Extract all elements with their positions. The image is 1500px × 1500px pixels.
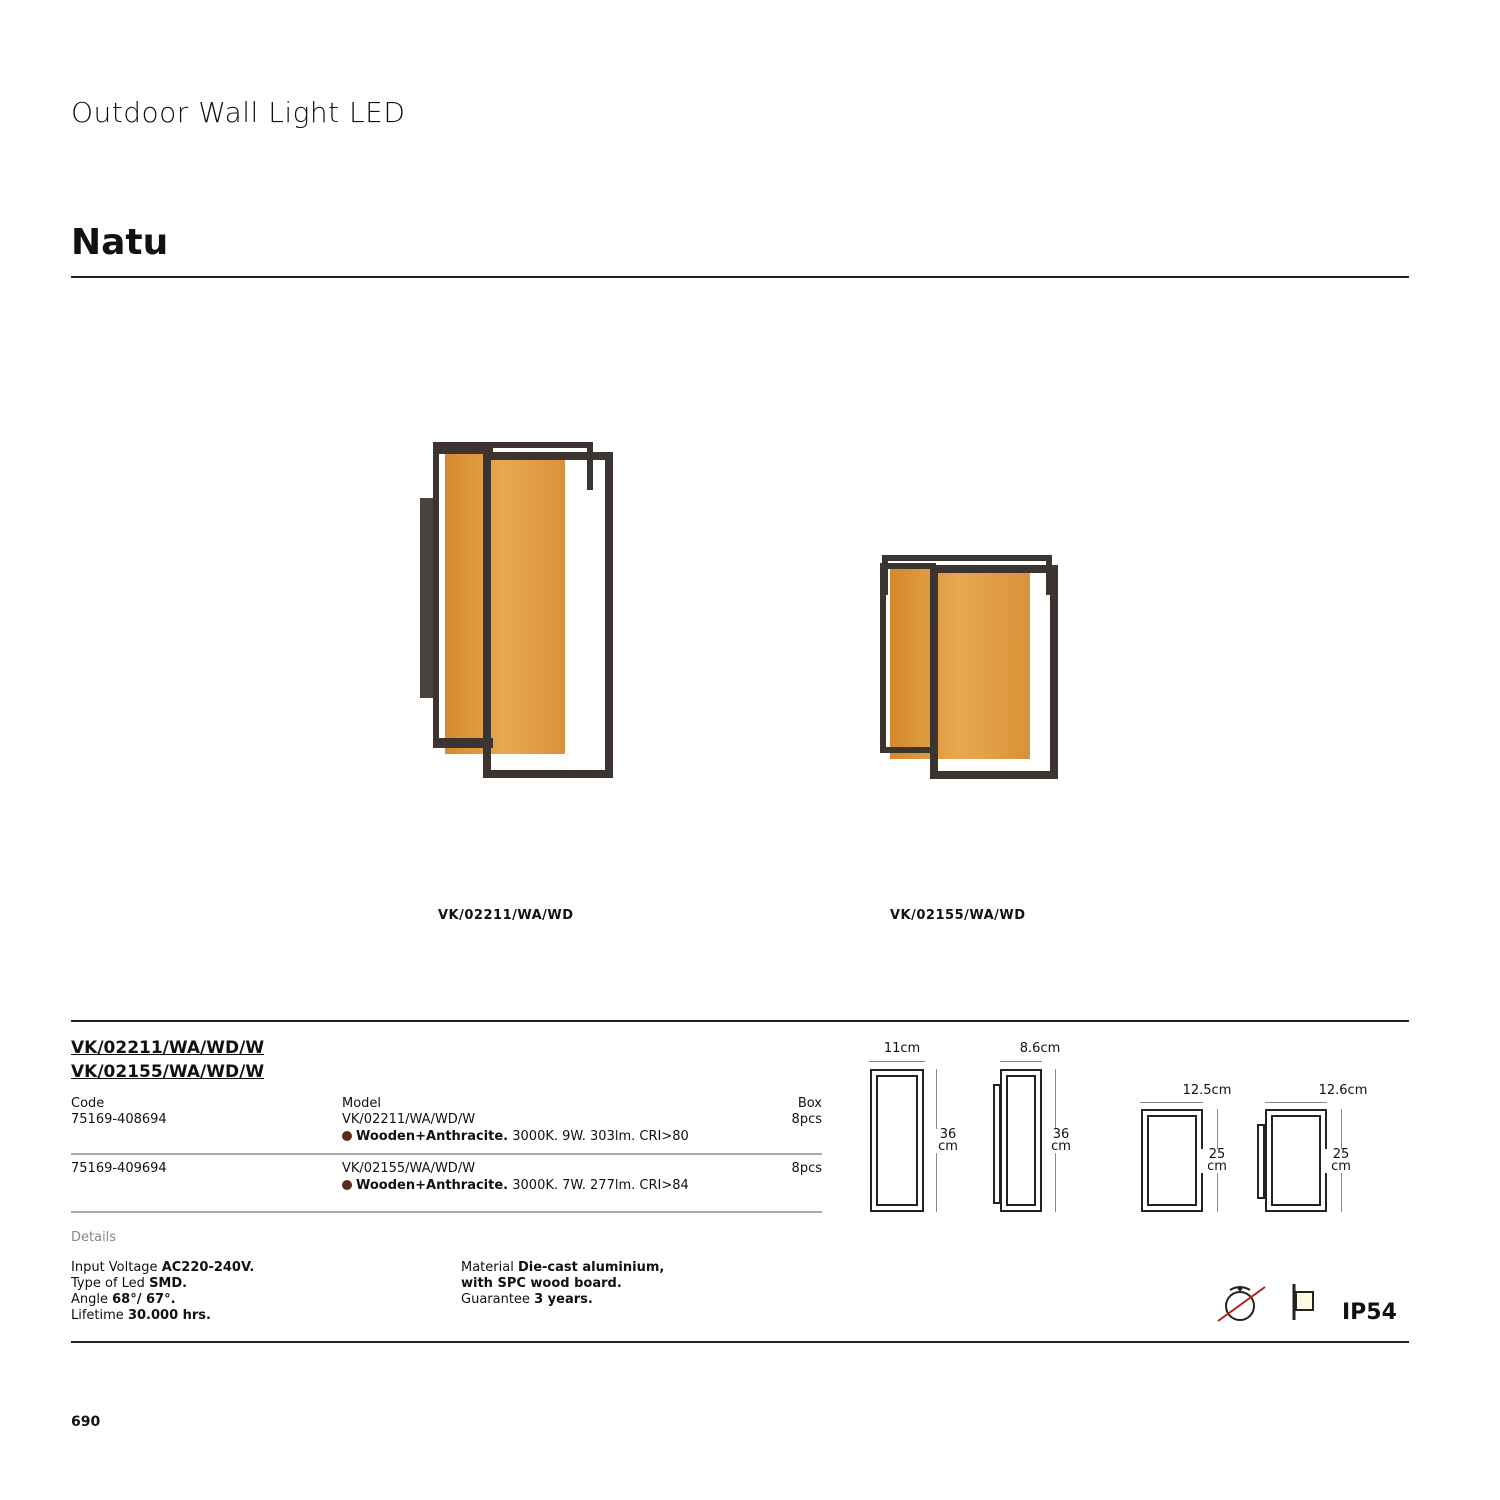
finish-specs: 3000K. 9W. 303lm. CRI>80	[512, 1129, 689, 1144]
col-header-model: Model	[342, 1096, 382, 1111]
detail-label: Input Voltage	[71, 1260, 158, 1275]
finish-specs: 3000K. 7W. 277lm. CRI>84	[512, 1178, 689, 1193]
row-divider	[71, 1153, 822, 1155]
divider	[71, 1020, 1409, 1022]
row-finish: Wooden+Anthracite. 3000K. 7W. 277lm. CRI…	[342, 1178, 689, 1194]
width-label: 12.6cm	[1318, 1083, 1368, 1098]
product-image-vk02211	[415, 438, 615, 780]
col-header-code: Code	[71, 1096, 105, 1111]
divider	[71, 1341, 1409, 1343]
col-header-box: Box	[797, 1096, 822, 1111]
row-finish: Wooden+Anthracite. 3000K. 9W. 303lm. CRI…	[342, 1129, 689, 1145]
detail-value: AC220-240V.	[161, 1260, 255, 1275]
ip-rating: IP54	[1342, 1300, 1397, 1325]
page-title: Natu	[71, 222, 169, 263]
details-label: Details	[71, 1230, 117, 1245]
product-code-link[interactable]: VK/02155/WA/WD/W	[71, 1062, 265, 1082]
finish-name: Wooden+Anthracite.	[356, 1178, 509, 1193]
row-model: VK/02155/WA/WD/W	[342, 1161, 476, 1176]
details-right: Material Die-cast aluminium, with SPC wo…	[461, 1260, 664, 1308]
detail-value: 30.000 hrs.	[127, 1308, 211, 1323]
width-label: 11cm	[883, 1041, 921, 1056]
width-label: 8.6cm	[1019, 1041, 1061, 1056]
row-box: 8pcs	[791, 1161, 822, 1176]
color-swatch-icon	[342, 1131, 352, 1141]
row-code: 75169-409694	[71, 1161, 167, 1176]
row-code: 75169-408694	[71, 1112, 167, 1127]
detail-value: Die-cast aluminium,	[517, 1260, 665, 1275]
product-code-link[interactable]: VK/02211/WA/WD/W	[71, 1038, 265, 1058]
color-swatch-icon	[342, 1180, 352, 1190]
details-left: Input Voltage AC220-240V. Type of Led SM…	[71, 1260, 254, 1324]
product-caption: VK/02211/WA/WD	[438, 908, 574, 923]
divider	[71, 276, 1409, 278]
detail-value: 3 years.	[534, 1292, 593, 1307]
detail-label: Lifetime	[71, 1308, 124, 1323]
product-image-vk02155	[878, 553, 1060, 779]
detail-value: SMD.	[149, 1276, 188, 1291]
detail-value: with SPC wood board.	[461, 1276, 622, 1291]
row-model: VK/02211/WA/WD/W	[342, 1112, 476, 1127]
row-box: 8pcs	[791, 1112, 822, 1127]
product-caption: VK/02155/WA/WD	[890, 908, 1026, 923]
detail-label: Material	[461, 1260, 514, 1275]
detail-label: Type of Led	[71, 1276, 145, 1291]
page-number: 690	[71, 1414, 101, 1430]
width-label: 12.5cm	[1182, 1083, 1232, 1098]
no-rotation-icon	[1217, 1286, 1266, 1322]
detail-value: 68°/ 67°.	[112, 1292, 176, 1307]
category-heading: Outdoor Wall Light LED	[71, 96, 406, 129]
detail-label: Angle	[71, 1292, 108, 1307]
finish-name: Wooden+Anthracite.	[356, 1129, 509, 1144]
wall-mount-icon	[1292, 1284, 1314, 1320]
detail-label: Guarantee	[461, 1292, 530, 1307]
row-divider	[71, 1211, 822, 1213]
